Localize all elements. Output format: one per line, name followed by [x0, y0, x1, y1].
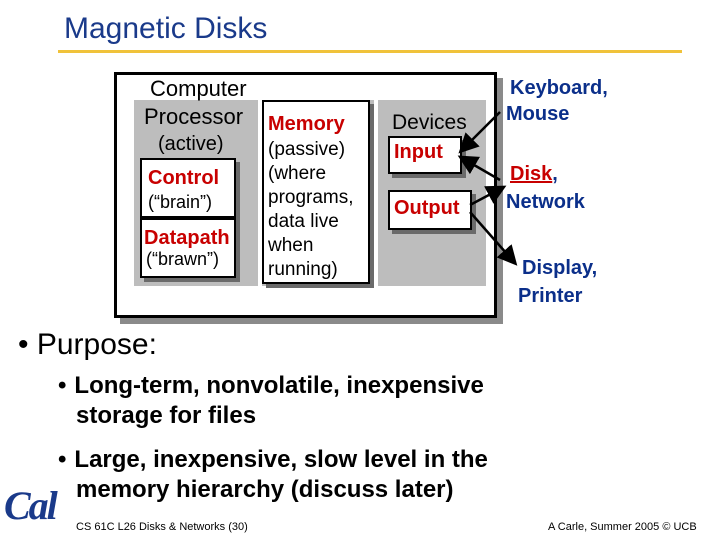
memory-desc-1: (passive) — [268, 139, 346, 160]
sub1-line1: Long-term, nonvolatile, inexpensive — [74, 372, 484, 399]
output-label: Output — [394, 197, 460, 219]
processor-label: Processor — [144, 104, 244, 129]
cal-logo: Cal — [4, 484, 70, 534]
title-underline — [58, 50, 682, 53]
computer-label: Computer — [150, 76, 247, 101]
output-box — [388, 190, 472, 230]
memory-label: Memory — [268, 113, 345, 135]
memory-desc-2: (where — [268, 163, 327, 184]
sub-bullet-symbol-1: • — [58, 372, 67, 399]
purpose-label: Purpose: — [36, 328, 157, 361]
control-note: (“brain”) — [148, 192, 213, 212]
output-to-display-arrow — [469, 211, 518, 266]
footer-left: CS 61C L26 Disks & Networks (30) — [76, 521, 248, 533]
sub-bullet-1: • Long-term, nonvolatile, inexpensive — [58, 372, 484, 400]
purpose-bullet: • Purpose: — [18, 330, 157, 360]
disk-to-input-arrow — [457, 155, 501, 182]
sub-bullet-symbol-2: • — [58, 446, 67, 473]
cal-logo-text: Cal — [4, 483, 58, 528]
datapath-box — [140, 218, 236, 278]
network-label: Network — [506, 191, 585, 213]
disk-comma: , — [552, 163, 558, 185]
memory-desc-3: programs, — [268, 187, 354, 208]
control-box — [140, 158, 236, 218]
processor-state: (active) — [158, 133, 224, 155]
memory-desc-6: running) — [268, 259, 338, 280]
slide-title: Magnetic Disks — [64, 12, 268, 45]
sub1-line2: storage for files — [76, 402, 257, 429]
output-to-disk-arrow — [469, 185, 507, 207]
memory-box — [262, 100, 370, 284]
control-label: Control — [148, 167, 220, 189]
footer-right: A Carle, Summer 2005 © UCB — [548, 521, 697, 533]
memory-desc-5: when — [268, 235, 314, 256]
display-label: Display, — [522, 257, 598, 279]
devices-label: Devices — [392, 111, 467, 134]
datapath-note: (“brawn”) — [146, 249, 220, 269]
disk-line: Disk, — [510, 164, 558, 184]
datapath-label: Datapath — [144, 227, 230, 249]
keyboard-label: Keyboard, — [510, 77, 608, 99]
memory-desc-4: data live — [268, 211, 339, 232]
bullet-symbol: • — [18, 328, 29, 361]
sub2-line2: memory hierarchy (discuss later) — [76, 476, 454, 503]
sub-bullet-2: • Large, inexpensive, slow level in the — [58, 446, 488, 474]
input-label: Input — [394, 141, 443, 163]
input-box — [388, 136, 462, 174]
sub2-line1: Large, inexpensive, slow level in the — [74, 446, 488, 473]
disk-label: Disk — [510, 163, 553, 185]
mouse-label: Mouse — [506, 103, 570, 125]
printer-label: Printer — [518, 285, 583, 307]
keyboard-to-input-arrow — [458, 111, 501, 154]
